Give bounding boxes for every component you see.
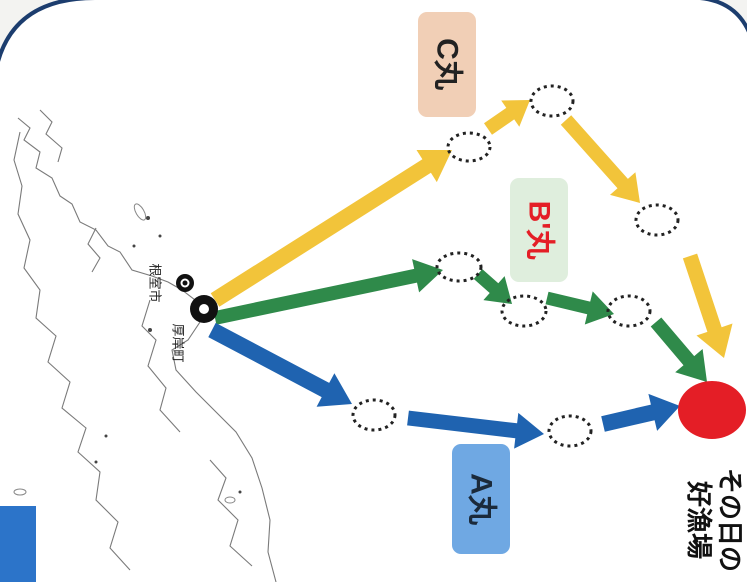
search-point — [529, 84, 575, 118]
route-a-arrows — [208, 322, 680, 449]
route-b-arrows — [213, 259, 707, 382]
a-boat-label: A丸 — [465, 473, 498, 525]
search-point — [606, 294, 652, 328]
c-boat-label: C丸 — [431, 38, 464, 90]
b-boat-label: B'丸 — [523, 201, 556, 260]
arrow-blue-3 — [601, 393, 680, 432]
arrow-yellow-2 — [484, 100, 530, 135]
search-point — [435, 251, 483, 283]
search-point — [446, 131, 492, 163]
search-point — [634, 203, 680, 237]
search-point — [547, 414, 593, 448]
arrow-green-4 — [650, 317, 707, 382]
nemuro-marker — [176, 274, 194, 292]
side-tab — [0, 506, 36, 582]
akkeshi-label: 厚岸町 — [171, 323, 186, 362]
fishing-ground-label-1: その日の — [715, 468, 745, 572]
fishing-ground-label-2: 好漁場 — [684, 480, 714, 559]
route-c-arrows — [210, 100, 733, 358]
port-markers — [176, 274, 218, 323]
arrow-green-3 — [545, 291, 614, 325]
akkeshi-marker — [190, 295, 218, 323]
arrow-green-1 — [213, 259, 443, 325]
label-box-c: C丸 — [418, 12, 476, 117]
arrow-yellow-1 — [210, 150, 452, 307]
search-points — [351, 84, 680, 448]
arrow-yellow-4 — [682, 253, 733, 358]
fishing-ground-marker — [678, 381, 746, 439]
arrow-blue-2 — [407, 410, 544, 449]
hokkaido-map-outline — [13, 109, 277, 582]
nemuro-label: 根室市 — [148, 263, 163, 302]
small-islands — [94, 216, 242, 494]
label-box-b: B'丸 — [510, 178, 568, 282]
arrow-green-2 — [473, 269, 512, 304]
search-point — [500, 294, 548, 328]
label-box-a: A丸 — [452, 444, 510, 554]
coast-detail — [13, 203, 236, 504]
arrow-yellow-3 — [560, 115, 640, 203]
search-point — [351, 398, 397, 432]
arrow-blue-1 — [208, 322, 352, 407]
